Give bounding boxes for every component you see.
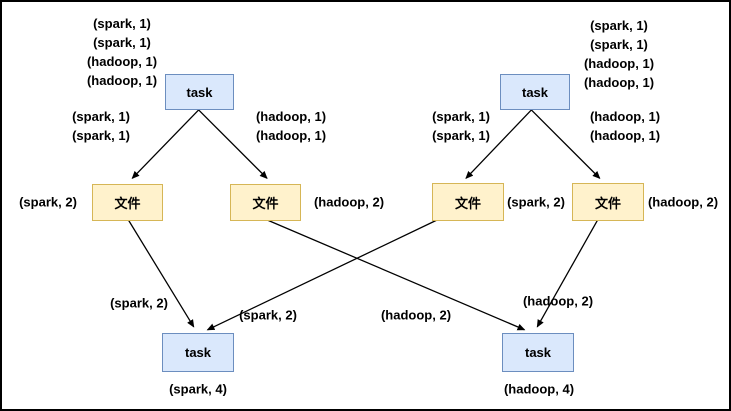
edge-task-top-right-to-file-4 (530, 109, 601, 179)
input-records-top-left: (spark, 1) (spark, 1) (hadoop, 1) (hadoo… (87, 14, 157, 90)
edge-label-task-top-left-to-file-1: (spark, 1) (spark, 1) (72, 107, 130, 145)
record-label: (spark, 1) (590, 18, 648, 33)
edge-file-1-to-task-bottom-left (127, 219, 195, 328)
record-label: (hadoop, 1) (255, 128, 327, 143)
node-file-1: 文件 (92, 184, 163, 221)
node-task-top-right: task (500, 74, 570, 110)
record-label: (spark, 1) (93, 35, 151, 50)
record-label: (hadoop, 1) (86, 54, 158, 69)
edge-label-file-2-to-task-bottom-right: (hadoop, 2) (380, 307, 452, 323)
file-1-side-label: (spark, 2) (19, 194, 77, 210)
edge-label-task-top-right-to-file-3: (spark, 1) (spark, 1) (432, 107, 490, 145)
result-label-right: (hadoop, 4) (503, 381, 575, 397)
edge-file-4-to-task-bottom-right (536, 219, 599, 328)
edge-task-top-right-to-file-3 (465, 109, 532, 179)
node-file-3: 文件 (432, 183, 504, 221)
node-task-bottom-right: task (502, 333, 574, 372)
record-label: (hadoop, 1) (589, 109, 661, 124)
edge-label-file-1-to-task-bottom-left: (spark, 2) (110, 295, 168, 311)
record-label: (hadoop, 1) (86, 73, 158, 88)
edge-label-file-4-to-task-bottom-right: (hadoop, 2) (522, 293, 594, 309)
edge-task-top-left-to-file-1 (131, 109, 200, 179)
node-file-4: 文件 (572, 183, 644, 221)
edge-label-task-top-right-to-file-4: (hadoop, 1) (hadoop, 1) (590, 107, 660, 145)
record-label: (spark, 1) (432, 128, 490, 143)
record-label: (hadoop, 1) (255, 109, 327, 124)
result-label-left: (spark, 4) (169, 381, 227, 397)
record-label: (hadoop, 1) (583, 75, 655, 90)
record-label: (hadoop, 1) (589, 128, 661, 143)
input-records-top-right: (spark, 1) (spark, 1) (hadoop, 1) (hadoo… (584, 16, 654, 92)
node-file-2: 文件 (230, 184, 301, 221)
edge-file-3-to-task-bottom-left (206, 219, 438, 331)
edge-file-2-to-task-bottom-right (266, 219, 526, 331)
record-label: (spark, 1) (93, 16, 151, 31)
record-label: (hadoop, 1) (583, 56, 655, 71)
edge-label-task-top-left-to-file-2: (hadoop, 1) (hadoop, 1) (256, 107, 326, 145)
record-label: (spark, 1) (72, 128, 130, 143)
record-label: (spark, 1) (72, 109, 130, 124)
record-label: (spark, 1) (432, 109, 490, 124)
node-task-bottom-left: task (162, 333, 234, 372)
file-4-side-label: (hadoop, 2) (647, 194, 719, 210)
edge-label-file-3-to-task-bottom-left: (spark, 2) (239, 307, 297, 323)
edge-task-top-left-to-file-2 (198, 109, 268, 179)
file-2-side-label: (hadoop, 2) (313, 194, 385, 210)
file-3-side-label: (spark, 2) (507, 194, 565, 210)
record-label: (spark, 1) (590, 37, 648, 52)
node-task-top-left: task (165, 74, 234, 110)
